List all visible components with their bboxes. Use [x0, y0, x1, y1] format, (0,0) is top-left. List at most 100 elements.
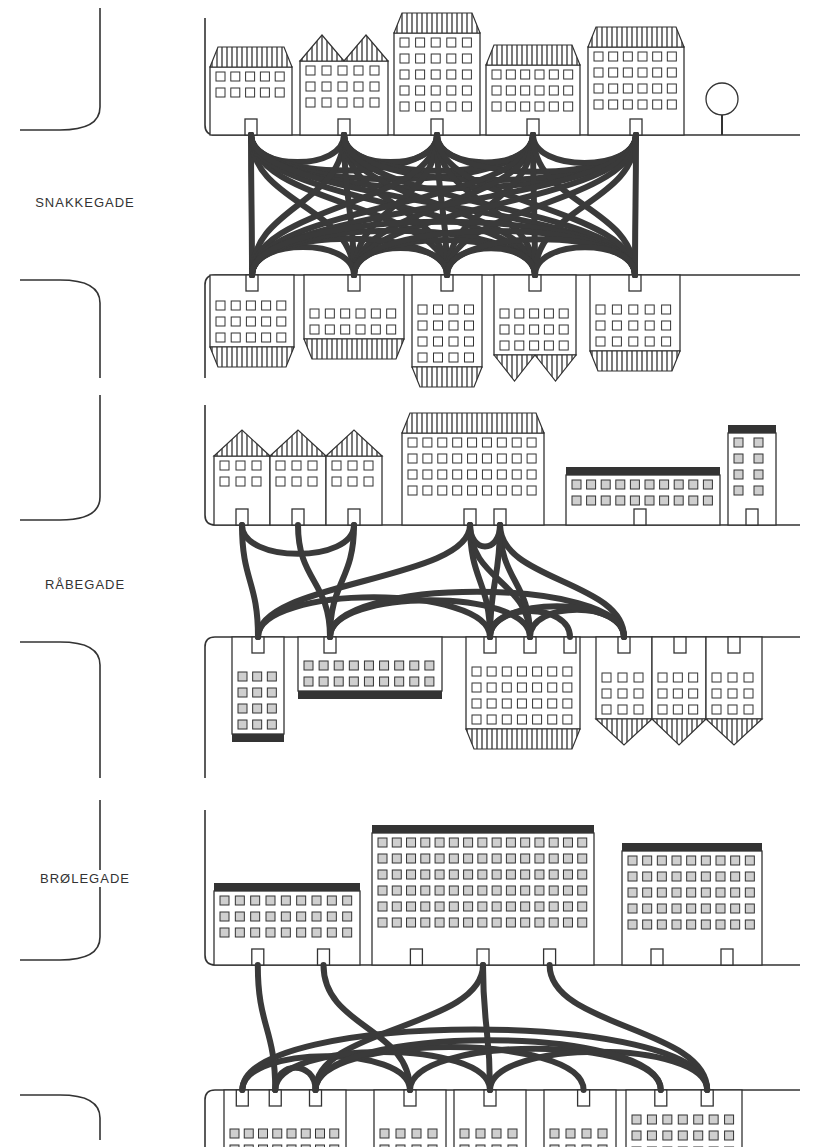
window	[535, 86, 544, 95]
window	[645, 337, 654, 346]
window	[259, 1145, 268, 1147]
window	[378, 870, 387, 879]
house-wall	[728, 433, 776, 525]
window	[582, 1145, 591, 1147]
window	[594, 52, 603, 61]
window	[266, 928, 275, 937]
window	[330, 1129, 339, 1138]
door	[651, 949, 663, 965]
window	[262, 301, 271, 310]
window	[500, 309, 509, 318]
window	[582, 1129, 591, 1138]
hip-roof	[210, 347, 294, 367]
tree-trunk	[721, 113, 723, 135]
contact-line	[354, 231, 635, 275]
window	[392, 918, 401, 927]
window	[246, 317, 255, 326]
window	[216, 72, 225, 81]
window	[728, 705, 737, 714]
gable-roof	[596, 719, 652, 745]
window	[447, 86, 456, 95]
window	[643, 920, 652, 929]
window	[535, 838, 544, 847]
hip-roof	[590, 351, 680, 371]
window	[447, 102, 456, 111]
window	[745, 904, 754, 913]
window	[549, 86, 558, 95]
window	[521, 838, 530, 847]
flat-roof	[566, 467, 720, 475]
window	[566, 1145, 575, 1147]
street-name: BRØLEGADE	[38, 870, 132, 887]
window	[745, 856, 754, 865]
window	[533, 715, 542, 724]
window	[378, 886, 387, 895]
window	[623, 68, 632, 77]
window	[530, 341, 539, 350]
window	[235, 928, 244, 937]
house	[232, 637, 284, 742]
window	[563, 683, 572, 692]
window	[235, 896, 244, 905]
window	[434, 337, 443, 346]
window	[395, 677, 404, 686]
window	[478, 902, 487, 911]
window	[220, 912, 229, 921]
window	[343, 912, 352, 921]
window	[316, 1129, 325, 1138]
window	[407, 870, 416, 879]
window	[418, 321, 427, 330]
window	[521, 854, 530, 863]
window	[667, 84, 676, 93]
window	[578, 838, 587, 847]
contact-line	[298, 525, 330, 637]
window	[687, 856, 696, 865]
window	[653, 84, 662, 93]
window	[703, 480, 712, 489]
window	[220, 477, 229, 486]
window	[734, 454, 743, 463]
window	[594, 84, 603, 93]
window	[392, 886, 401, 895]
window	[253, 672, 262, 681]
house-wall	[622, 851, 762, 965]
window	[412, 1129, 421, 1138]
window	[731, 888, 740, 897]
window	[638, 100, 647, 109]
window	[421, 854, 430, 863]
window	[549, 70, 558, 79]
window	[527, 486, 536, 495]
window	[246, 333, 255, 342]
window	[400, 70, 409, 79]
window	[548, 699, 557, 708]
window	[308, 461, 317, 470]
window	[431, 102, 440, 111]
window	[745, 872, 754, 881]
window	[653, 68, 662, 77]
window	[297, 912, 306, 921]
window	[745, 920, 754, 929]
window	[598, 1129, 607, 1138]
window	[449, 902, 458, 911]
window	[334, 661, 343, 670]
house	[454, 1090, 526, 1147]
twin-gable-roof	[494, 355, 576, 381]
window	[253, 688, 262, 697]
twin-gable-roof	[300, 35, 388, 61]
window	[354, 82, 363, 91]
window	[662, 305, 671, 314]
window	[694, 1115, 703, 1124]
window	[709, 1131, 718, 1140]
house-wall	[326, 456, 382, 525]
house	[706, 637, 762, 745]
window	[378, 838, 387, 847]
window	[276, 477, 285, 486]
window	[220, 896, 229, 905]
house-wall	[494, 275, 576, 355]
window	[564, 70, 573, 79]
window	[687, 888, 696, 897]
house	[210, 47, 292, 135]
window	[521, 102, 530, 111]
window	[728, 673, 737, 682]
